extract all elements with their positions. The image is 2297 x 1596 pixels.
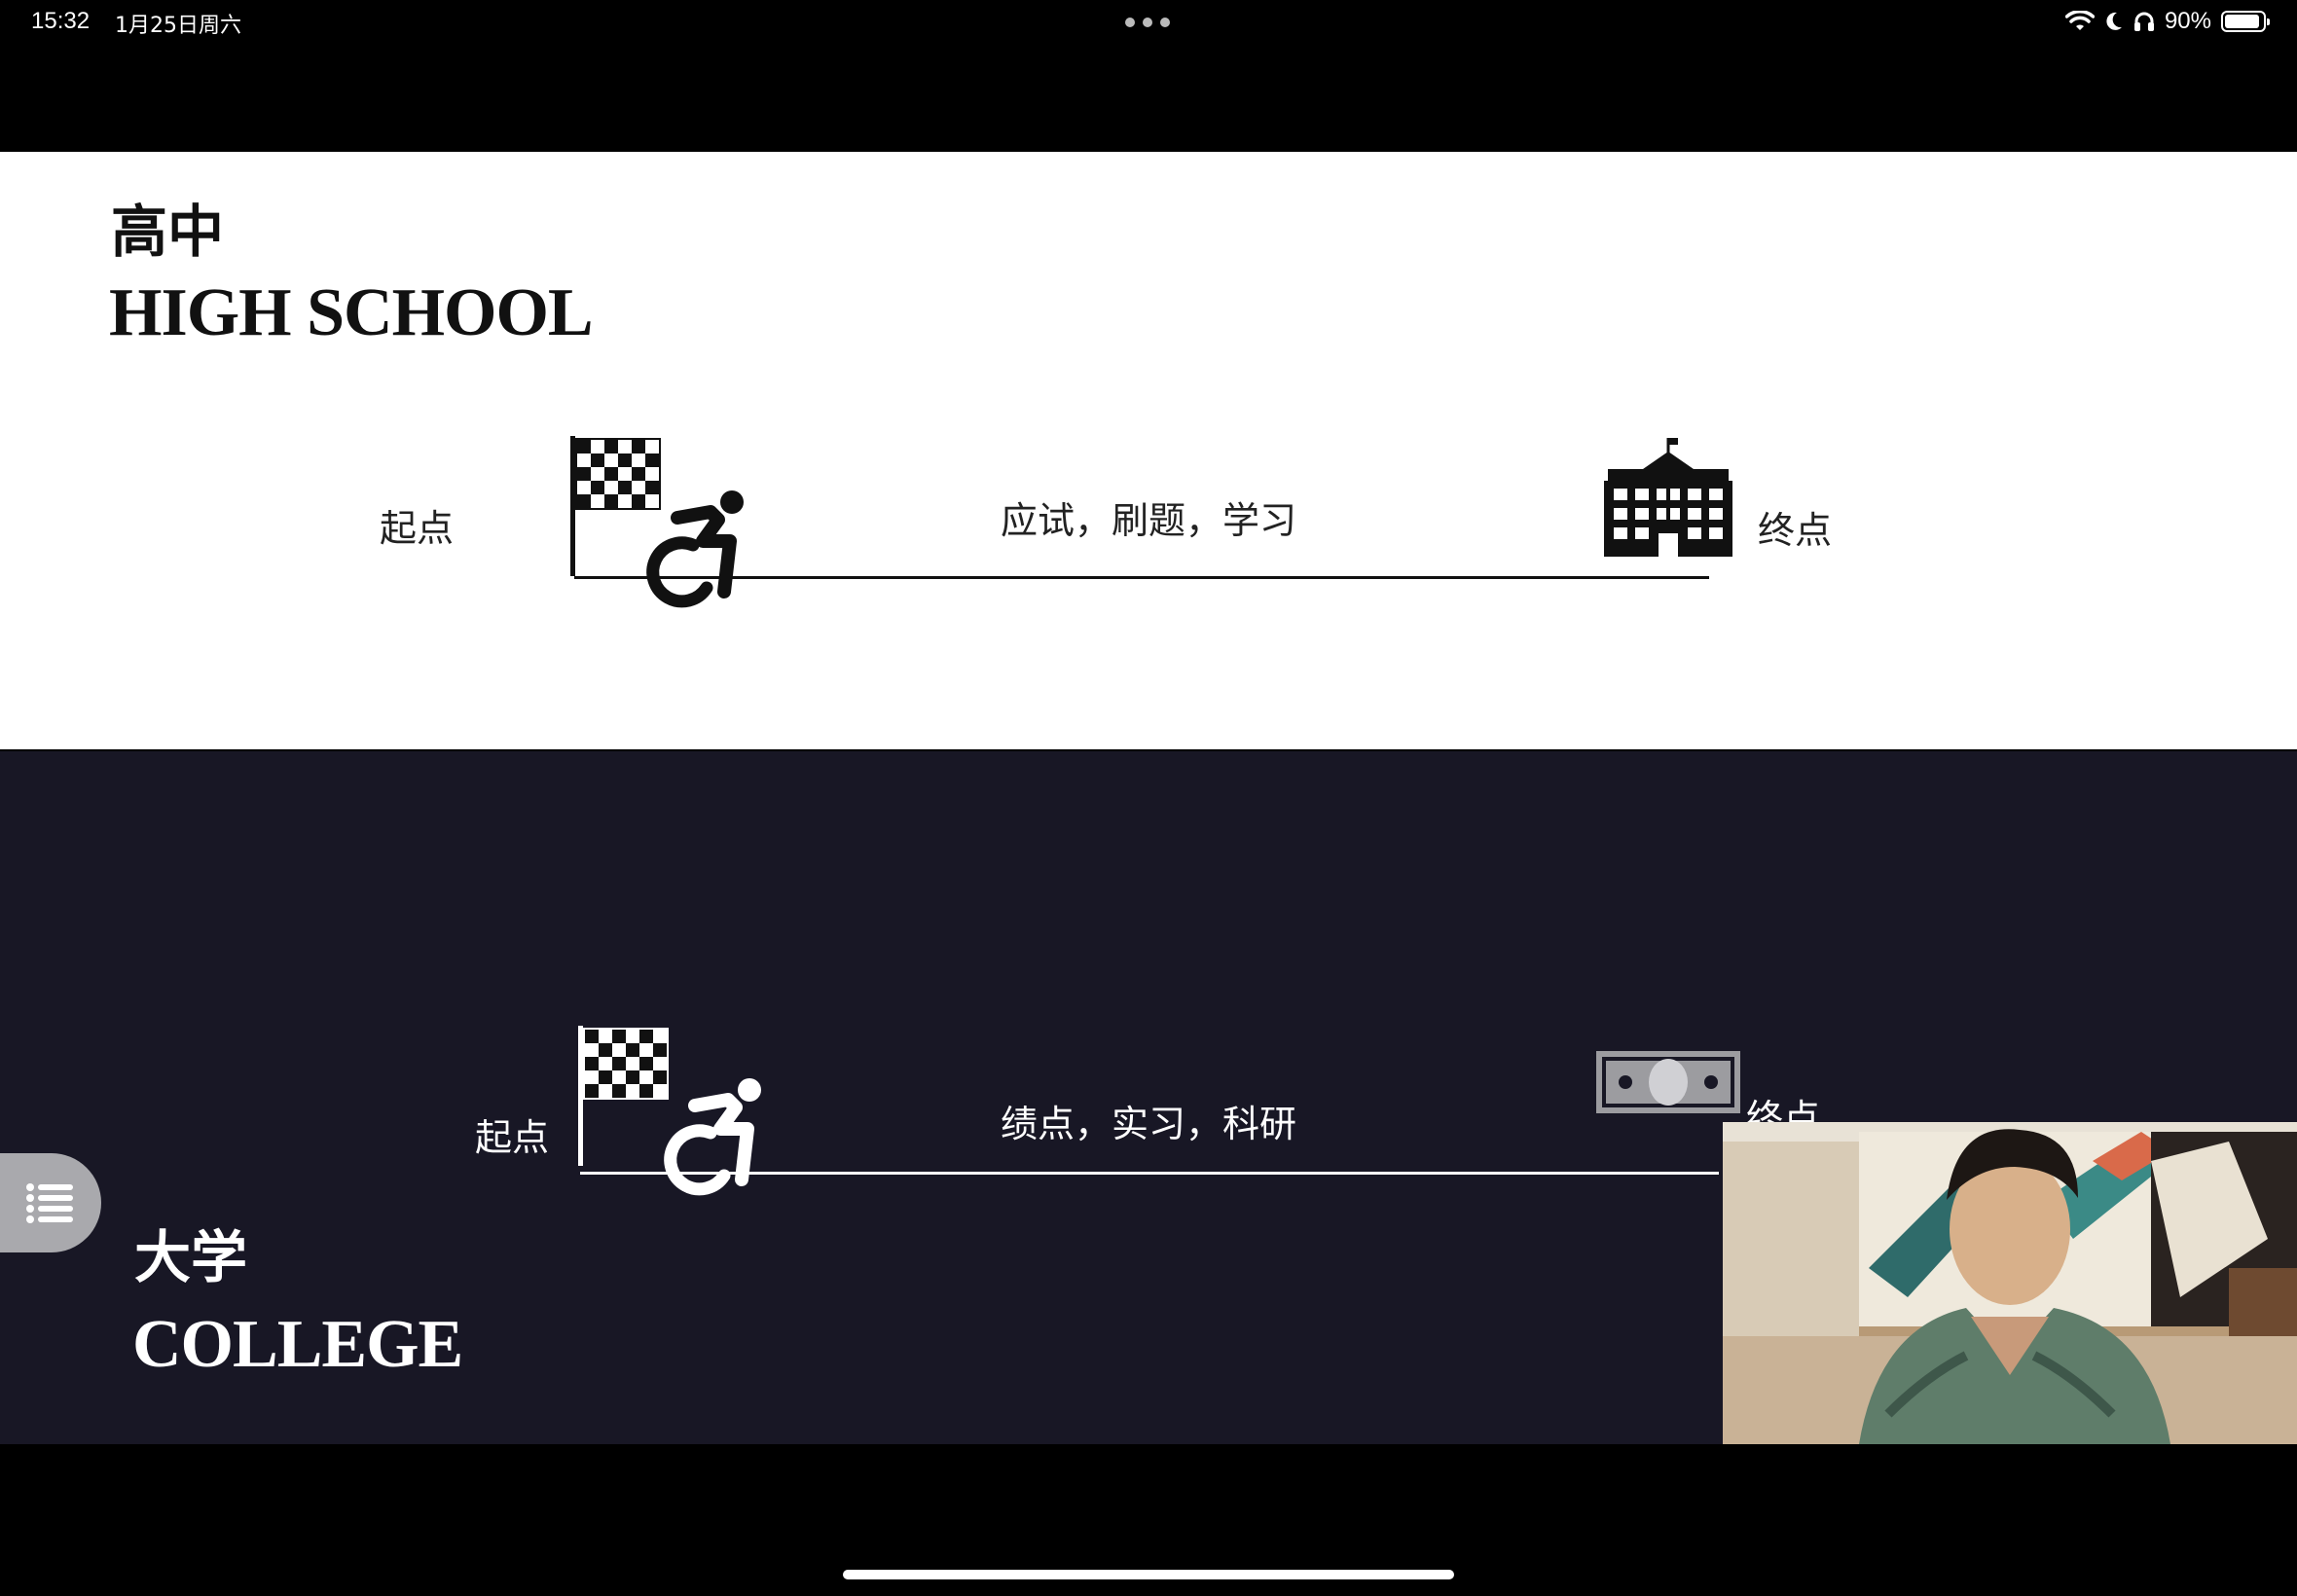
slide-high-school: 高中 HIGH SCHOOL 起点 应试，刷题，学习 终 (0, 152, 2297, 749)
battery-icon (2221, 11, 2270, 32)
start-label: 起点 (475, 1116, 550, 1159)
school-building-icon (1604, 438, 1732, 557)
activities-label: 应试，刷题，学习 (1001, 499, 1297, 542)
activities-label: 绩点，实习，科研 (1001, 1103, 1297, 1145)
wifi-icon (2064, 11, 2095, 30)
status-date: 1月25日周六 (115, 14, 241, 38)
presenter-video[interactable] (1723, 1122, 2297, 1444)
banknote-icon (1596, 1051, 1740, 1113)
list-menu-button[interactable] (0, 1153, 101, 1252)
slide-title-zh: 大学 (134, 1224, 248, 1290)
multitask-dots-icon[interactable] (1125, 18, 1170, 27)
timeline-line (580, 1172, 1719, 1175)
slide-title-zh: 高中 (111, 199, 225, 265)
timeline-line (574, 576, 1709, 579)
start-label: 起点 (380, 507, 455, 550)
list-icon (26, 1183, 73, 1223)
end-label: 终点 (1758, 509, 1833, 552)
moon-icon (2106, 12, 2122, 30)
battery-percent: 90% (2164, 8, 2211, 34)
status-bar: 15:32 1月25日周六 90% (0, 0, 2297, 49)
slide-title-en: HIGH SCHOOL (109, 275, 594, 350)
presenter-video-frame (1723, 1122, 2297, 1444)
wheelchair-icon (664, 1078, 761, 1196)
headphones-icon (2133, 12, 2154, 31)
home-indicator[interactable] (843, 1570, 1454, 1579)
status-time: 15:32 (31, 8, 91, 34)
slide-title-en: COLLEGE (132, 1307, 463, 1382)
wheelchair-icon (646, 490, 744, 608)
